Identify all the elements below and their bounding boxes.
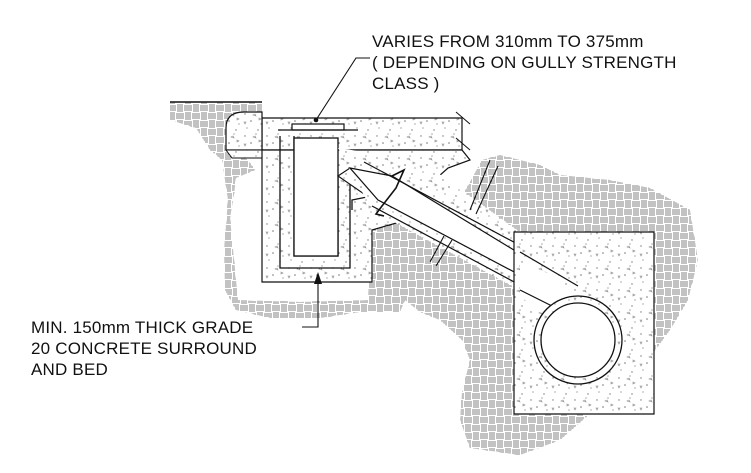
gully-depth-note-line: CLASS ) — [372, 74, 440, 93]
concrete-surround-note-line: MIN. 150mm THICK GRADE — [31, 318, 254, 337]
leader-lines — [302, 57, 370, 328]
concrete-surround-note: MIN. 150mm THICK GRADE 20 CONCRETE SURRO… — [31, 317, 257, 380]
gully-depth-note-line: VARIES FROM 310mm TO 375mm — [372, 32, 644, 51]
kerb — [225, 111, 263, 159]
gully-depth-note-line: ( DEPENDING ON GULLY STRENGTH — [372, 53, 677, 72]
gully-depth-note: VARIES FROM 310mm TO 375mm ( DEPENDING O… — [372, 31, 677, 94]
concrete-surround-note-line: AND BED — [31, 360, 108, 379]
concrete-surround-note-line: 20 CONCRETE SURROUND — [31, 339, 257, 358]
road-slab — [261, 111, 471, 151]
main-sewer — [513, 231, 655, 415]
